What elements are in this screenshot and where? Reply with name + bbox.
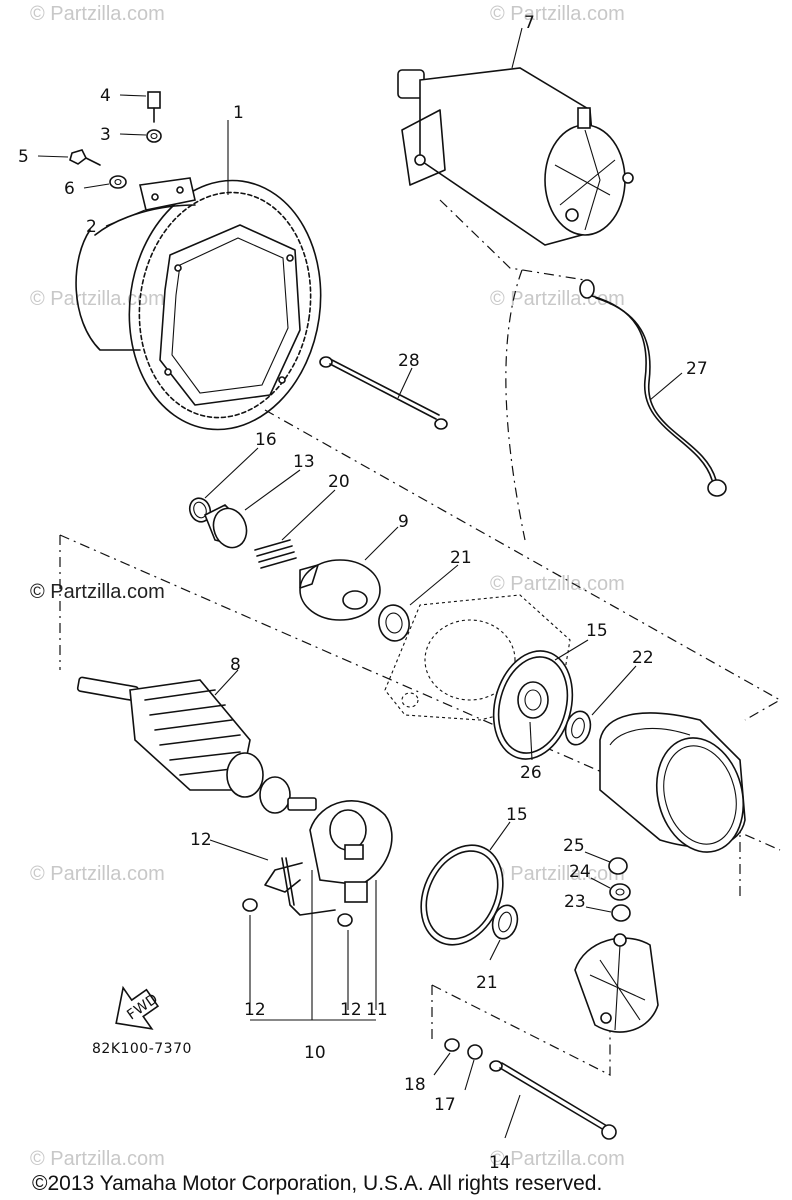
copyright-notice: ©2013 Yamaha Motor Corporation, U.S.A. A… — [32, 1172, 602, 1195]
callout-12: 12 — [340, 1000, 362, 1020]
callout-4: 4 — [100, 86, 111, 106]
ring-gear-housing — [75, 179, 322, 431]
watermark: © Partzilla.com — [490, 573, 625, 595]
callout-6: 6 — [64, 179, 75, 199]
callout-7: 7 — [524, 13, 535, 33]
assembly-guide — [439, 199, 586, 281]
callout-19: 18 — [404, 1075, 426, 1095]
callout-28: 28 — [398, 351, 420, 371]
callout-12: 12 — [244, 1000, 266, 1020]
watermark: © Partzilla.com — [490, 1148, 625, 1170]
watermark: © Partzilla.com — [490, 863, 625, 885]
callout-10: 10 — [304, 1043, 326, 1063]
starter-motor-assembly — [397, 67, 634, 246]
callout-18: 17 — [434, 1095, 456, 1115]
callout-9: 9 — [398, 512, 409, 532]
assembly-guide — [505, 269, 526, 541]
callout-20: 20 — [328, 472, 350, 492]
assembly-guide — [431, 984, 611, 1076]
watermark-primary: © Partzilla.com — [30, 581, 165, 603]
callout-2: 2 — [86, 217, 97, 237]
callout-14: 12 — [190, 830, 212, 850]
callout-17: 14 — [489, 1153, 511, 1173]
callout-16: 16 — [255, 430, 277, 450]
yoke — [599, 712, 746, 853]
rear-cover — [574, 857, 659, 1033]
watermark-layer: © Partzilla.com © Partzilla.com © Partzi… — [30, 3, 625, 1170]
callout-13: 13 — [293, 452, 315, 472]
watermark: © Partzilla.com — [30, 1148, 165, 1170]
o-ring-upper — [492, 650, 592, 760]
armature — [76, 676, 317, 814]
brush-holder — [242, 800, 393, 927]
assembly-guide — [264, 409, 782, 721]
o-ring-lower — [420, 844, 519, 946]
callout-5: 5 — [18, 147, 29, 167]
watermark: © Partzilla.com — [490, 288, 625, 310]
lead-wire — [579, 279, 727, 497]
callout-15: 15 — [586, 621, 608, 641]
callout-21: 21 — [450, 548, 472, 568]
fwd-arrow-icon: FWD — [115, 985, 161, 1030]
callout-27: 27 — [686, 359, 708, 379]
watermark: © Partzilla.com — [490, 3, 625, 25]
callout-26: 26 — [520, 763, 542, 783]
callout-11: 11 — [366, 1000, 388, 1020]
callout-22: 22 — [632, 648, 654, 668]
through-bolt-group — [444, 1038, 617, 1140]
watermark: © Partzilla.com — [30, 863, 165, 885]
part-code: 82K100-7370 — [92, 1041, 192, 1057]
watermark: © Partzilla.com — [30, 288, 165, 310]
bracket-assembly — [69, 91, 196, 211]
callout-25: 25 — [563, 836, 585, 856]
callout-1: 1 — [233, 103, 244, 123]
callout-15: 15 — [506, 805, 528, 825]
ground-lead — [319, 356, 448, 430]
callout-23: 23 — [564, 892, 586, 912]
callout-21: 21 — [476, 973, 498, 993]
watermark: © Partzilla.com — [30, 3, 165, 25]
pinion-group — [188, 497, 410, 642]
callout-3: 3 — [100, 125, 111, 145]
callout-24: 24 — [569, 862, 591, 882]
callout-8: 8 — [230, 655, 241, 675]
